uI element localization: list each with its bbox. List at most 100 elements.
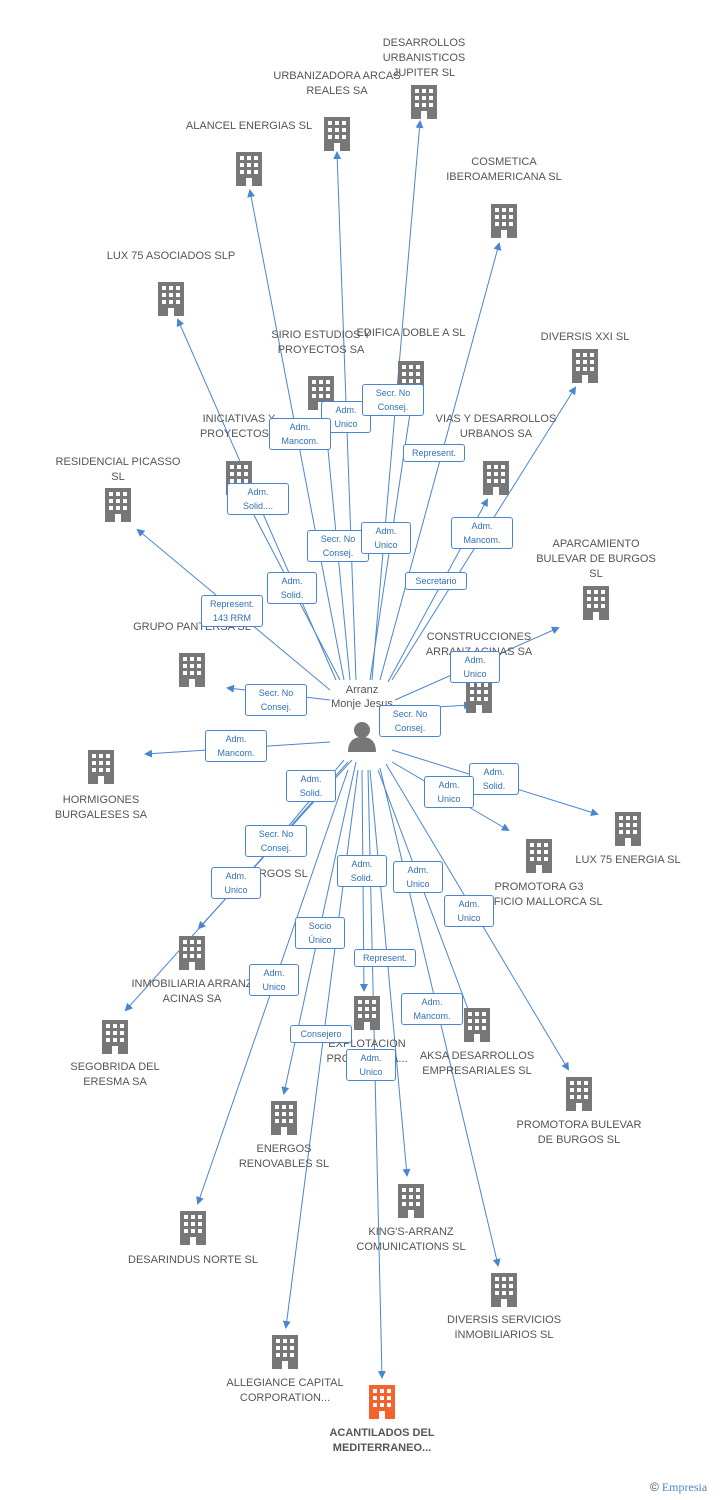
company-label-cosmetica[interactable]: COSMETICA IBEROAMERICANA SL — [446, 156, 562, 183]
role-line1: Secr. No — [392, 709, 428, 719]
company-label-hormigones[interactable]: HORMIGONES BURGALESES SA — [54, 794, 148, 821]
role-line1: Adm. — [247, 487, 269, 497]
role-box-r8[interactable]: Adm.Unico — [361, 522, 411, 554]
role-box-r28[interactable]: Consejero — [290, 1025, 352, 1043]
company-label-desarindus[interactable]: DESARINDUS NORTE SL — [128, 1254, 258, 1266]
lux75energia-building-icon[interactable] — [615, 812, 641, 846]
role-line1: Represent. — [209, 599, 255, 609]
company-label-aksa[interactable]: AKSA DESARROLLOS EMPRESARIALES SL — [419, 1050, 535, 1077]
energosrenov-building-icon[interactable] — [271, 1101, 297, 1135]
hormigones-building-icon[interactable] — [88, 750, 114, 784]
footer-brand[interactable]: © Empresia — [650, 1480, 707, 1495]
role-box-r18[interactable]: Adm.Unico — [424, 776, 474, 808]
role-line2: Solid.... — [242, 501, 273, 511]
role-box-r17[interactable]: Adm.Solid. — [469, 763, 519, 795]
role-line2: Unico — [437, 794, 461, 804]
role-box-r16[interactable]: Adm.Solid. — [286, 770, 336, 802]
company-label-segobrida[interactable]: SEGOBRIDA DEL ERESMA SA — [70, 1061, 160, 1088]
role-line2: Único — [308, 935, 332, 945]
role-box-r26[interactable]: Adm.Unico — [249, 964, 299, 996]
explotacion-building-icon[interactable] — [354, 996, 380, 1030]
company-label-aparcamiento[interactable]: APARCAMIENTO BULEVAR DE BURGOS SL — [536, 538, 656, 580]
desarindus-building-icon[interactable] — [180, 1211, 206, 1245]
company-label-allegiance[interactable]: ALLEGIANCE CAPITAL CORPORATION... — [226, 1377, 344, 1404]
arcas-building-icon[interactable] — [324, 117, 350, 151]
role-line2: Unico — [224, 885, 248, 895]
construcciones-building-icon[interactable] — [466, 679, 492, 713]
role-box-r29[interactable]: Adm.Unico — [346, 1049, 396, 1081]
role-line1: Adm. — [335, 405, 357, 415]
company-label-lux75asoc[interactable]: LUX 75 ASOCIADOS SLP — [106, 250, 236, 262]
role-line2: Mancom. — [217, 748, 255, 758]
edge-aksa — [377, 769, 473, 1019]
inmobiliaria-building-icon[interactable] — [179, 936, 205, 970]
role-box-r25[interactable]: Represent. — [354, 949, 416, 967]
promotorabulevar-building-icon[interactable] — [566, 1077, 592, 1111]
promotorag3-building-icon[interactable] — [526, 839, 552, 873]
company-label-promotorag3[interactable]: PROMOTORA G3 EDIFICIO MALLORCA SL — [475, 881, 603, 908]
company-label-diversisserv[interactable]: DIVERSIS SERVICIOS INMOBILIARIOS SL — [446, 1314, 562, 1341]
company-label-kings[interactable]: KING'S-ARRANZ COMUNICATIONS SL — [356, 1226, 466, 1253]
company-label-edifica[interactable]: EDIFICA DOBLE A SL — [356, 327, 466, 339]
company-label-promotorabulevar[interactable]: PROMOTORA BULEVAR DE BURGOS SL — [516, 1119, 642, 1146]
diversisserv-building-icon[interactable] — [491, 1273, 517, 1307]
jupiter-building-icon[interactable] — [411, 85, 437, 119]
company-label-lux75energia[interactable]: LUX 75 ENERGIA SL — [575, 854, 681, 866]
company-label-arcas[interactable]: URBANIZADORA ARCAS REALES SA — [273, 70, 401, 97]
role-box-r9[interactable]: Secretario — [405, 572, 467, 590]
lux75asoc-building-icon[interactable] — [158, 282, 184, 316]
company-label-acantilados[interactable]: ACANTILADOS DEL MEDITERRANEO... — [329, 1427, 435, 1454]
picasso-building-icon[interactable] — [105, 488, 131, 522]
role-box-r3[interactable]: Adm.Mancom. — [269, 418, 331, 450]
person-node[interactable] — [348, 722, 376, 752]
company-label-sirio[interactable]: SIRIO ESTUDIOS Y PROYECTOS SA — [271, 329, 371, 356]
kings-building-icon[interactable] — [398, 1184, 424, 1218]
company-label-diversisxxi[interactable]: DIVERSIS XXI SL — [540, 331, 630, 343]
role-line1: Adm. — [407, 865, 429, 875]
company-label-jupiter[interactable]: DESARROLLOS URBANISTICOS JUPITER SL — [382, 37, 466, 79]
acantilados-building-icon[interactable] — [369, 1385, 395, 1419]
role-line2: Consej. — [260, 702, 292, 712]
role-box-r6[interactable]: Adm.Mancom. — [451, 517, 513, 549]
role-line2: Unico — [406, 879, 430, 889]
role-box-r21[interactable]: Adm.Solid. — [337, 855, 387, 887]
company-label-alancel[interactable]: ALANCEL ENERGIAS SL — [185, 120, 313, 132]
pantersa-building-icon[interactable] — [179, 653, 205, 687]
role-box-r22[interactable]: Adm. Unico — [393, 861, 443, 893]
role-line1: Secretario — [415, 576, 457, 586]
role-box-r11[interactable]: Represent.143 RRM — [201, 595, 263, 627]
role-line2: Solid. — [350, 873, 374, 883]
company-label-iniciativas[interactable]: INICIATIVAS Y PROYECTOS... — [199, 413, 279, 440]
aparcamiento-building-icon[interactable] — [583, 586, 609, 620]
vias-building-icon[interactable] — [483, 461, 509, 495]
role-box-r10[interactable]: Adm.Solid. — [267, 572, 317, 604]
role-box-r5[interactable]: Adm. Solid.... — [227, 483, 289, 515]
role-line1: Adm. — [300, 774, 322, 784]
company-label-vias[interactable]: VIAS Y DESARROLLOS URBANOS SA — [435, 413, 557, 440]
cosmetica-building-icon[interactable] — [491, 204, 517, 238]
person-name[interactable]: Arranz Monje Jesus — [302, 683, 422, 711]
role-box-r12[interactable]: Adm.Unico — [450, 651, 500, 683]
company-label-inmobiliaria[interactable]: INMOBILIARIA ARRANZ ACINAS SA — [131, 978, 253, 1005]
aksa-building-icon[interactable] — [464, 1008, 490, 1042]
role-box-r27[interactable]: Adm.Mancom. — [401, 993, 463, 1025]
role-box-r20[interactable]: Adm.Unico — [211, 867, 261, 899]
role-box-r15[interactable]: Adm.Mancom. — [205, 730, 267, 762]
segobrida-building-icon[interactable] — [102, 1020, 128, 1054]
diversisxxi-building-icon[interactable] — [572, 349, 598, 383]
allegiance-building-icon[interactable] — [272, 1335, 298, 1369]
role-line1: Socio — [308, 921, 332, 931]
role-box-r23[interactable]: Adm.Unico — [444, 895, 494, 927]
company-label-picasso[interactable]: RESIDENCIAL PICASSO SL — [55, 456, 181, 483]
role-box-r4[interactable]: Represent. — [403, 444, 465, 462]
alancel-building-icon[interactable] — [236, 152, 262, 186]
role-line1: Adm. — [360, 1053, 382, 1063]
company-label-energosrenov[interactable]: ENERGOS RENOVABLES SL — [238, 1143, 330, 1170]
